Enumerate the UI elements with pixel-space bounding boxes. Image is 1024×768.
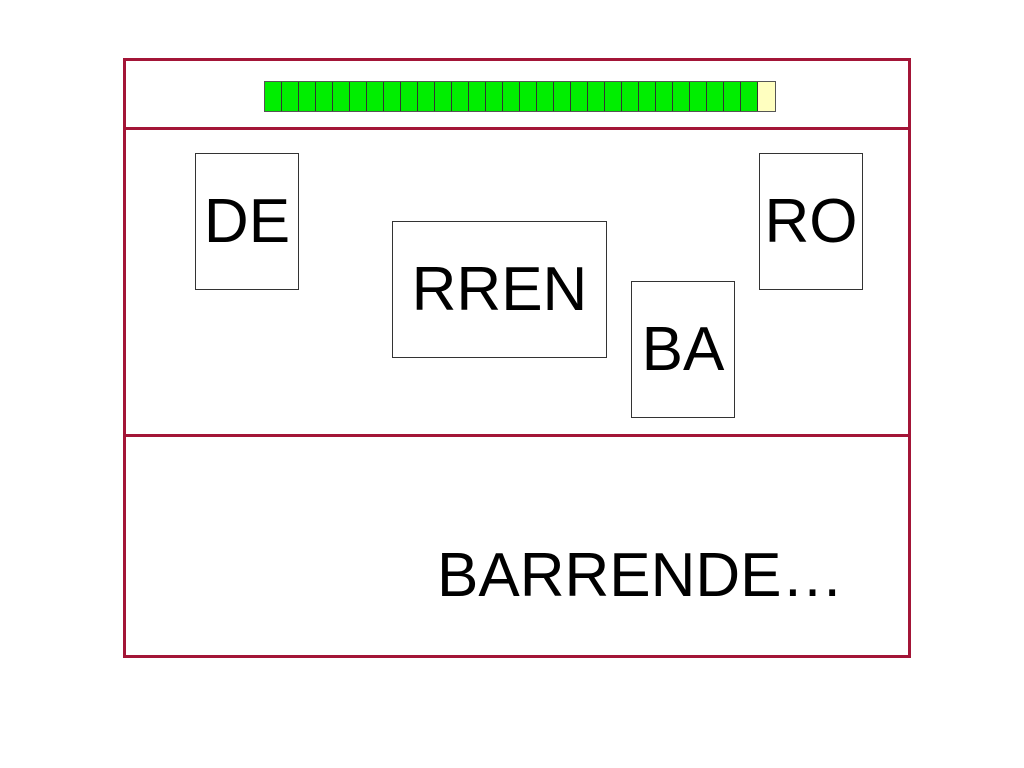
progress-segment-filled bbox=[520, 82, 537, 111]
progress-segment-filled bbox=[537, 82, 554, 111]
progress-segment-filled bbox=[350, 82, 367, 111]
progress-segment-filled bbox=[435, 82, 452, 111]
progress-segment-filled bbox=[588, 82, 605, 111]
progress-segment-filled bbox=[554, 82, 571, 111]
syllable-tile-ba[interactable]: BA bbox=[631, 281, 735, 418]
progress-segment-filled bbox=[656, 82, 673, 111]
answer-word: BARRENDE… bbox=[437, 541, 844, 610]
progress-segment-filled bbox=[401, 82, 418, 111]
progress-segment-filled bbox=[639, 82, 656, 111]
progress-segment-filled bbox=[384, 82, 401, 111]
progress-segment-filled bbox=[418, 82, 435, 111]
progress-segment-filled bbox=[571, 82, 588, 111]
syllable-tile-ro[interactable]: RO bbox=[759, 153, 863, 290]
progress-segment-filled bbox=[367, 82, 384, 111]
progress-segment-filled bbox=[486, 82, 503, 111]
progress-segment-empty bbox=[758, 82, 775, 111]
progress-segment-filled bbox=[299, 82, 316, 111]
progress-segment-filled bbox=[605, 82, 622, 111]
progress-segment-filled bbox=[333, 82, 350, 111]
progress-segment-filled bbox=[503, 82, 520, 111]
progress-segment-filled bbox=[673, 82, 690, 111]
progress-segment-filled bbox=[690, 82, 707, 111]
syllable-tile-rren[interactable]: RREN bbox=[392, 221, 607, 358]
progress-segment-filled bbox=[469, 82, 486, 111]
progress-segment-filled bbox=[707, 82, 724, 111]
progress-segment-filled bbox=[282, 82, 299, 111]
progress-segment-filled bbox=[265, 82, 282, 111]
progress-segment-filled bbox=[622, 82, 639, 111]
answer-panel bbox=[123, 434, 911, 658]
progress-segment-filled bbox=[724, 82, 741, 111]
progress-segment-filled bbox=[316, 82, 333, 111]
syllable-tile-de[interactable]: DE bbox=[195, 153, 299, 290]
progress-bar bbox=[264, 81, 776, 112]
progress-segment-filled bbox=[452, 82, 469, 111]
progress-segment-filled bbox=[741, 82, 758, 111]
